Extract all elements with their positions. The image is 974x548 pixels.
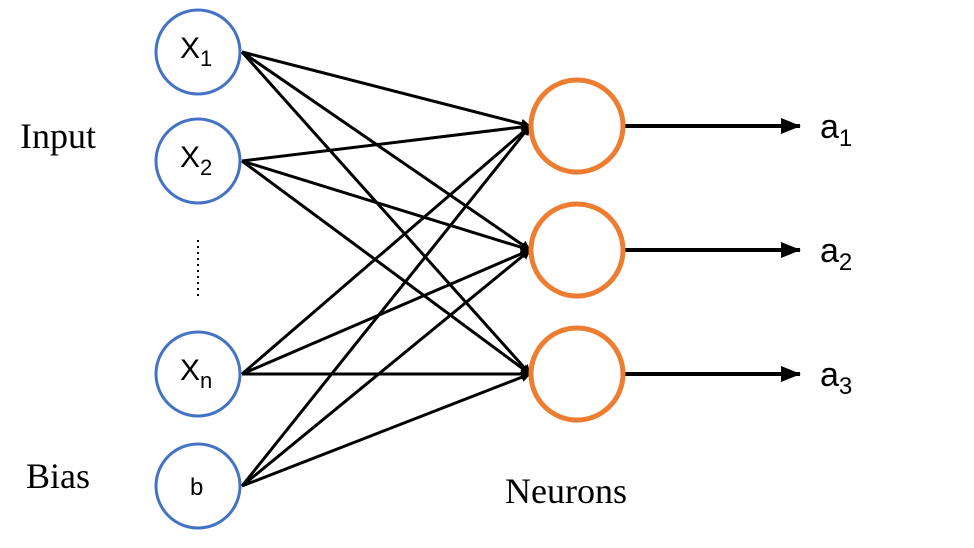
input-node-x1-label: X1 (180, 32, 212, 71)
edge-b-to-neuron-2 (241, 248, 531, 488)
input-label: Input (20, 116, 96, 156)
bias-label: Bias (26, 456, 90, 496)
neurons-label: Neurons (505, 471, 627, 511)
neuron-2 (528, 201, 626, 299)
output-label-a2: a2 (820, 232, 852, 276)
output-arrows (625, 118, 801, 382)
neuron-1 (528, 77, 626, 175)
bias-node-label: b (190, 474, 203, 501)
input-node-x1: X1 (154, 8, 242, 96)
edge-x1-to-neuron-2 (241, 50, 531, 252)
edge-x1-to-neuron-3 (240, 51, 532, 375)
edge-x2-to-neuron-3 (241, 159, 531, 376)
edge-xn-to-neuron-2 (241, 248, 531, 376)
output-label-a3: a3 (820, 356, 852, 400)
neuron-3 (528, 325, 626, 423)
edge-x1-to-neuron-1 (241, 50, 531, 129)
edge-b-to-neuron-3 (241, 372, 531, 488)
edge-xn-to-neuron-1 (241, 124, 531, 376)
edge-b-to-neuron-1 (240, 125, 532, 487)
output-label-a1: a1 (820, 108, 852, 152)
input-node-x2-label: X2 (180, 141, 212, 180)
edge-x2-to-neuron-2 (241, 159, 531, 253)
input-node-xn-label: Xn (180, 354, 212, 393)
connection-edges (240, 50, 532, 488)
bias-node: b (154, 442, 242, 530)
input-node-xn: Xn (154, 330, 242, 418)
edge-x2-to-neuron-1 (241, 122, 531, 163)
input-node-x2: X2 (154, 117, 242, 205)
